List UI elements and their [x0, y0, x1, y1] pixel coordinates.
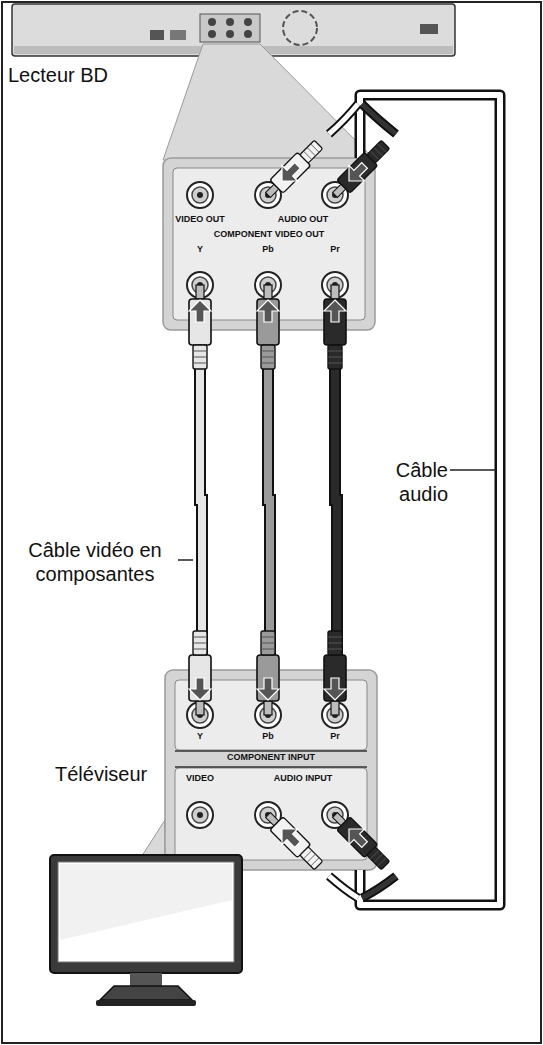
bd-port [150, 30, 164, 40]
device-label: Lecteur BD [8, 64, 108, 87]
television: Téléviseur [50, 855, 242, 973]
cable-label: Câble audio [388, 458, 448, 506]
cable-core [268, 330, 270, 670]
leader-line [178, 559, 193, 561]
cable-core [360, 95, 500, 905]
band-line [175, 766, 367, 768]
jacks [187, 182, 348, 298]
jack-label: COMPONENT VIDEO OUT [214, 229, 325, 239]
band-line [175, 750, 367, 752]
jack-label: AUDIO INPUT [274, 773, 333, 783]
cable-core [200, 330, 202, 670]
cable [200, 330, 337, 670]
tv-illustration [50, 855, 242, 1006]
pin-label: Y [197, 731, 203, 741]
cable [360, 95, 500, 905]
audio-cable-tail [329, 104, 396, 898]
rca-plug [189, 138, 392, 872]
bd-port [170, 30, 186, 40]
bd-fan [283, 11, 317, 45]
pin-label: Pr [330, 731, 340, 741]
bd-power [420, 24, 438, 34]
jacks [187, 702, 348, 828]
zoom-pointer [163, 44, 375, 160]
cable-outline [200, 330, 202, 670]
cable-outline [335, 330, 337, 670]
jack-label: VIDEO OUT [175, 214, 225, 224]
jack-label: VIDEO [186, 773, 214, 783]
pin-label: Pb [262, 244, 274, 254]
jack-panel: Y Pb PrCOMPONENT INPUT VIDEO AUDIO INPUT [165, 670, 377, 870]
pin-label: Pr [330, 244, 340, 254]
device-label: Téléviseur [55, 763, 147, 786]
pin-label: Y [197, 244, 203, 254]
leader-line [450, 469, 496, 471]
cable-outline [360, 95, 500, 905]
insert-arrow [189, 158, 372, 853]
bd-player: Lecteur BD [12, 4, 455, 56]
band-label: COMPONENT INPUT [227, 752, 315, 762]
jack-label: AUDIO OUT [278, 214, 329, 224]
jack-panel: VIDEO OUT AUDIO OUT COMPONENT VIDEO OUT Y Pb… [163, 158, 375, 330]
cable-core [335, 330, 337, 670]
bd-jack-cluster [200, 14, 260, 42]
cable-label: Câble vidéo en composantes [15, 538, 175, 586]
pin-label: Pb [262, 731, 274, 741]
cable-outline [268, 330, 270, 670]
